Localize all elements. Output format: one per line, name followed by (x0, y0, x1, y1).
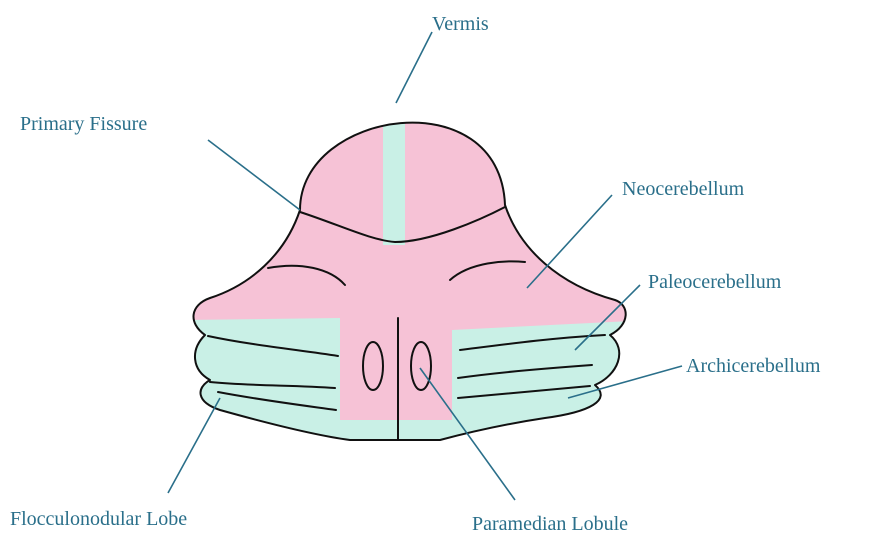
vermis-stripe (383, 80, 405, 245)
flocculonodular-lobe-label: Flocculonodular Lobe (10, 508, 187, 530)
neocerebellum-label: Neocerebellum (622, 178, 745, 200)
vermis-label: Vermis (432, 13, 489, 35)
primary-fissure-label: Primary Fissure (20, 113, 147, 135)
primary-fissure-leader (208, 140, 300, 210)
paleocerebellum-right-region (452, 320, 650, 420)
flocculonodular-leader (168, 398, 220, 493)
neocerebellum-leader (527, 195, 612, 288)
paleocerebellum-label: Paleocerebellum (648, 271, 782, 293)
archicerebellum-base-region (180, 420, 650, 450)
paramedian-lobule-label: Paramedian Lobule (472, 513, 628, 535)
archicerebellum-label: Archicerebellum (686, 355, 821, 377)
vermis-leader (396, 32, 432, 103)
